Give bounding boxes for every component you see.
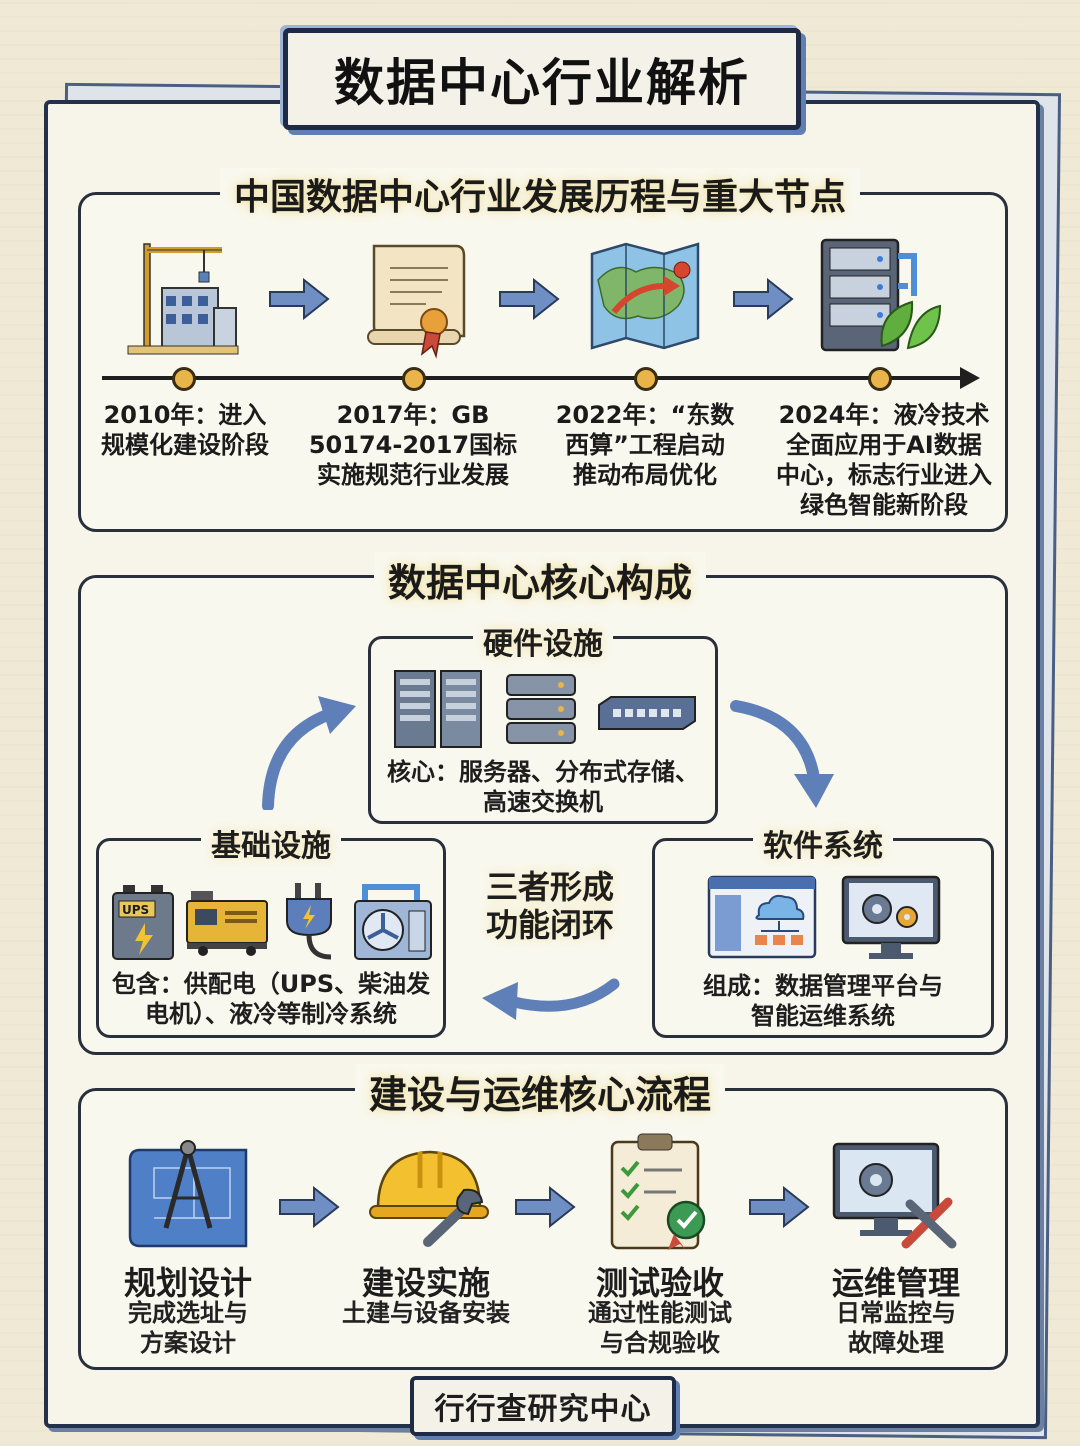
infrastructure-title: 基础设施 <box>201 821 341 865</box>
power-plug-icon <box>279 881 341 965</box>
milestone-2017-text: 2017年：GB 50174-2017国标 实施规范行业发展 <box>308 401 518 489</box>
hardware-title: 硬件设施 <box>473 619 613 663</box>
infrastructure-panel: 基础设施 UPS <box>96 821 446 1038</box>
hardware-panel: 硬件设施 核心：服务 <box>368 619 718 824</box>
milestone-2024-text: 2024年：液冷技术 全面应用于AI数据 中心，标志行业进入 绿色智能新阶段 <box>776 401 992 519</box>
timeline-arrow-2 <box>498 277 560 324</box>
milestone-2022-text: 2022年：“东数 西算”工程启动 推动布局优化 <box>555 401 735 489</box>
map-route-icon <box>586 240 704 352</box>
step-operations-title: 运维管理 <box>831 1264 960 1302</box>
network-switch-icon <box>597 695 697 735</box>
blueprint-compass-icon <box>126 1138 252 1250</box>
software-title: 软件系统 <box>753 821 893 865</box>
hardhat-wrench-icon <box>368 1138 494 1254</box>
server-rack-leaf-icon <box>818 236 942 356</box>
cycle-arrow-down <box>730 696 840 820</box>
milestone-2010-text: 2010年：进入 规模化建设阶段 <box>101 401 269 459</box>
clipboard-check-icon <box>606 1132 714 1252</box>
ups-label: UPS <box>122 903 150 917</box>
closed-loop-label: 三者形成 功能闭环 <box>485 868 614 944</box>
timeline-heading: 中国数据中心行业发展历程与重大节点 <box>219 168 861 220</box>
composition-heading: 数据中心核心构成 <box>373 552 707 607</box>
step-testing-desc: 通过性能测试 与合规验收 <box>588 1299 732 1357</box>
timeline-arrow-1 <box>268 277 330 324</box>
step-construction-desc: 土建与设备安装 <box>342 1299 510 1327</box>
infrastructure-desc: 包含：供配电（UPS、柴油发 电机）、液冷等制冷系统 <box>111 970 431 1028</box>
timeline-arrowhead <box>960 367 980 389</box>
footer-source-label: 行行查研究中心 <box>434 1392 652 1427</box>
ups-battery-icon: UPS <box>111 883 175 965</box>
diesel-generator-icon <box>185 889 269 961</box>
step-planning-desc: 完成选址与 方案设计 <box>128 1299 248 1357</box>
certificate-scroll-icon <box>356 236 476 360</box>
monitor-gears-icon <box>841 875 941 967</box>
timeline-dot-2024 <box>868 367 892 391</box>
timeline-arrow-3 <box>732 277 794 324</box>
title-banner: 数据中心行业解析 <box>283 28 801 130</box>
timeline-axis <box>102 376 968 380</box>
storage-unit-icon <box>505 673 577 749</box>
timeline-dot-2010 <box>172 367 196 391</box>
liquid-cooling-icon <box>353 883 433 965</box>
step-operations-desc: 日常监控与 故障处理 <box>836 1299 956 1357</box>
process-arrow-3 <box>748 1185 810 1232</box>
page-title: 数据中心行业解析 <box>334 54 750 112</box>
cloud-dashboard-icon <box>707 875 817 963</box>
timeline-dot-2022 <box>634 367 658 391</box>
process-heading: 建设与运维核心流程 <box>354 1064 726 1119</box>
monitor-tools-icon <box>830 1140 962 1252</box>
process-arrow-2 <box>514 1185 576 1232</box>
cycle-arrow-left <box>478 976 620 1030</box>
process-arrow-1 <box>278 1185 340 1232</box>
step-testing-title: 测试验收 <box>595 1264 724 1302</box>
construction-crane-icon <box>122 238 242 358</box>
step-planning-title: 规划设计 <box>123 1264 252 1302</box>
hardware-desc: 核心：服务器、分布式存储、 高速交换机 <box>387 758 699 816</box>
footer-source-tag: 行行查研究中心 <box>410 1376 676 1436</box>
timeline-dot-2017 <box>402 367 426 391</box>
software-panel: 软件系统 组成：数据管理平台与 智能运维系统 <box>652 821 994 1038</box>
cycle-arrow-up <box>256 690 366 814</box>
software-desc: 组成：数据管理平台与 智能运维系统 <box>703 972 943 1030</box>
server-tower-icon <box>393 669 485 753</box>
step-construction-title: 建设实施 <box>361 1264 490 1302</box>
